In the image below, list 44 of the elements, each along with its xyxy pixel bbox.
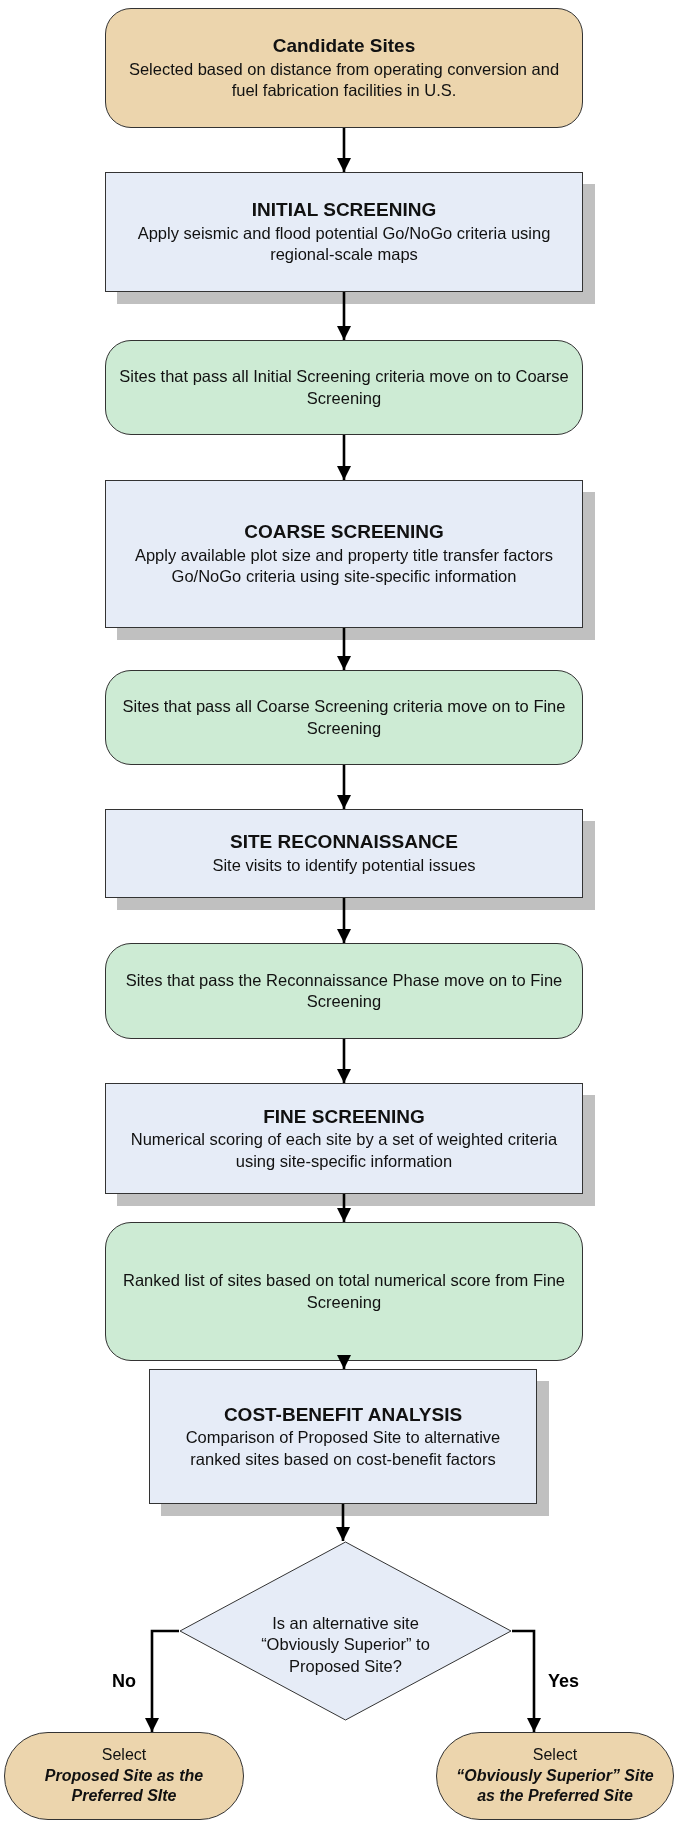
- rounded-box: [105, 943, 583, 1039]
- rounded-box: [105, 340, 583, 435]
- box-text: Apply seismic and flood potential Go/NoGo criteria using regional-scale maps: [136, 222, 552, 266]
- box-heading: FINE SCREENING: [263, 1104, 425, 1129]
- box-heading: Select: [532, 1744, 578, 1765]
- arrow: [336, 1194, 352, 1222]
- arrow: [336, 1039, 352, 1083]
- decision-diamond: [179, 1541, 512, 1721]
- box-text: Sites that pass all Coarse Screening criteria move on to Fine Screening: [121, 696, 567, 739]
- process-box: [105, 480, 583, 628]
- box-text: Is an alternative site “Obviously Superior” to Proposed Site?: [260, 1612, 431, 1677]
- arrow: [336, 128, 352, 172]
- arrow: [512, 1629, 542, 1732]
- rounded-box: [105, 8, 583, 128]
- box-text: Sites that pass all Initial Screening criteria move on to Coarse Screening: [118, 366, 570, 409]
- box-heading: Select: [101, 1744, 147, 1765]
- arrow: [336, 898, 352, 943]
- box-text: “Obviously Superior” Site as the Preferred Site: [455, 1765, 655, 1807]
- box-heading: COST-BENEFIT ANALYSIS: [223, 1402, 463, 1427]
- box-text: Selected based on distance from operating conversion and fuel fabrication facilities in U.S.: [127, 58, 561, 102]
- process-box: [105, 1083, 583, 1194]
- box-heading: INITIAL SCREENING: [251, 198, 437, 223]
- arrow: [336, 292, 352, 340]
- arrow: [144, 1629, 179, 1732]
- box-text: Proposed Site as the Preferred SIte: [43, 1765, 205, 1807]
- rounded-box: [105, 1222, 583, 1361]
- arrow: [336, 1354, 352, 1369]
- rounded-box: [105, 670, 583, 765]
- arrow: [336, 628, 352, 670]
- box-text: Apply available plot size and property title transfer factors Go/NoGo criteria using site-specific information: [133, 544, 555, 588]
- box-heading: Candidate Sites: [272, 34, 416, 59]
- box-text: Ranked list of sites based on total numerical score from Fine Screening: [121, 1270, 566, 1313]
- process-box: [149, 1369, 537, 1504]
- box-text: Numerical scoring of each site by a set of weighted criteria using site-specific information: [129, 1129, 559, 1172]
- process-box: [105, 809, 583, 898]
- box-text: Sites that pass the Reconnaissance Phase move on to Fine Screening: [124, 969, 564, 1012]
- box-text: Comparison of Proposed Site to alternative ranked sites based on cost-benefit factors: [184, 1427, 502, 1470]
- box-heading: SITE RECONNAISSANCE: [230, 830, 458, 855]
- arrow: [336, 435, 352, 480]
- arrow: [335, 1504, 351, 1541]
- arrow: [336, 765, 352, 809]
- box-heading: COARSE SCREENING: [244, 520, 444, 545]
- process-box: [105, 172, 583, 292]
- box-text: Site visits to identify potential issues: [212, 855, 476, 877]
